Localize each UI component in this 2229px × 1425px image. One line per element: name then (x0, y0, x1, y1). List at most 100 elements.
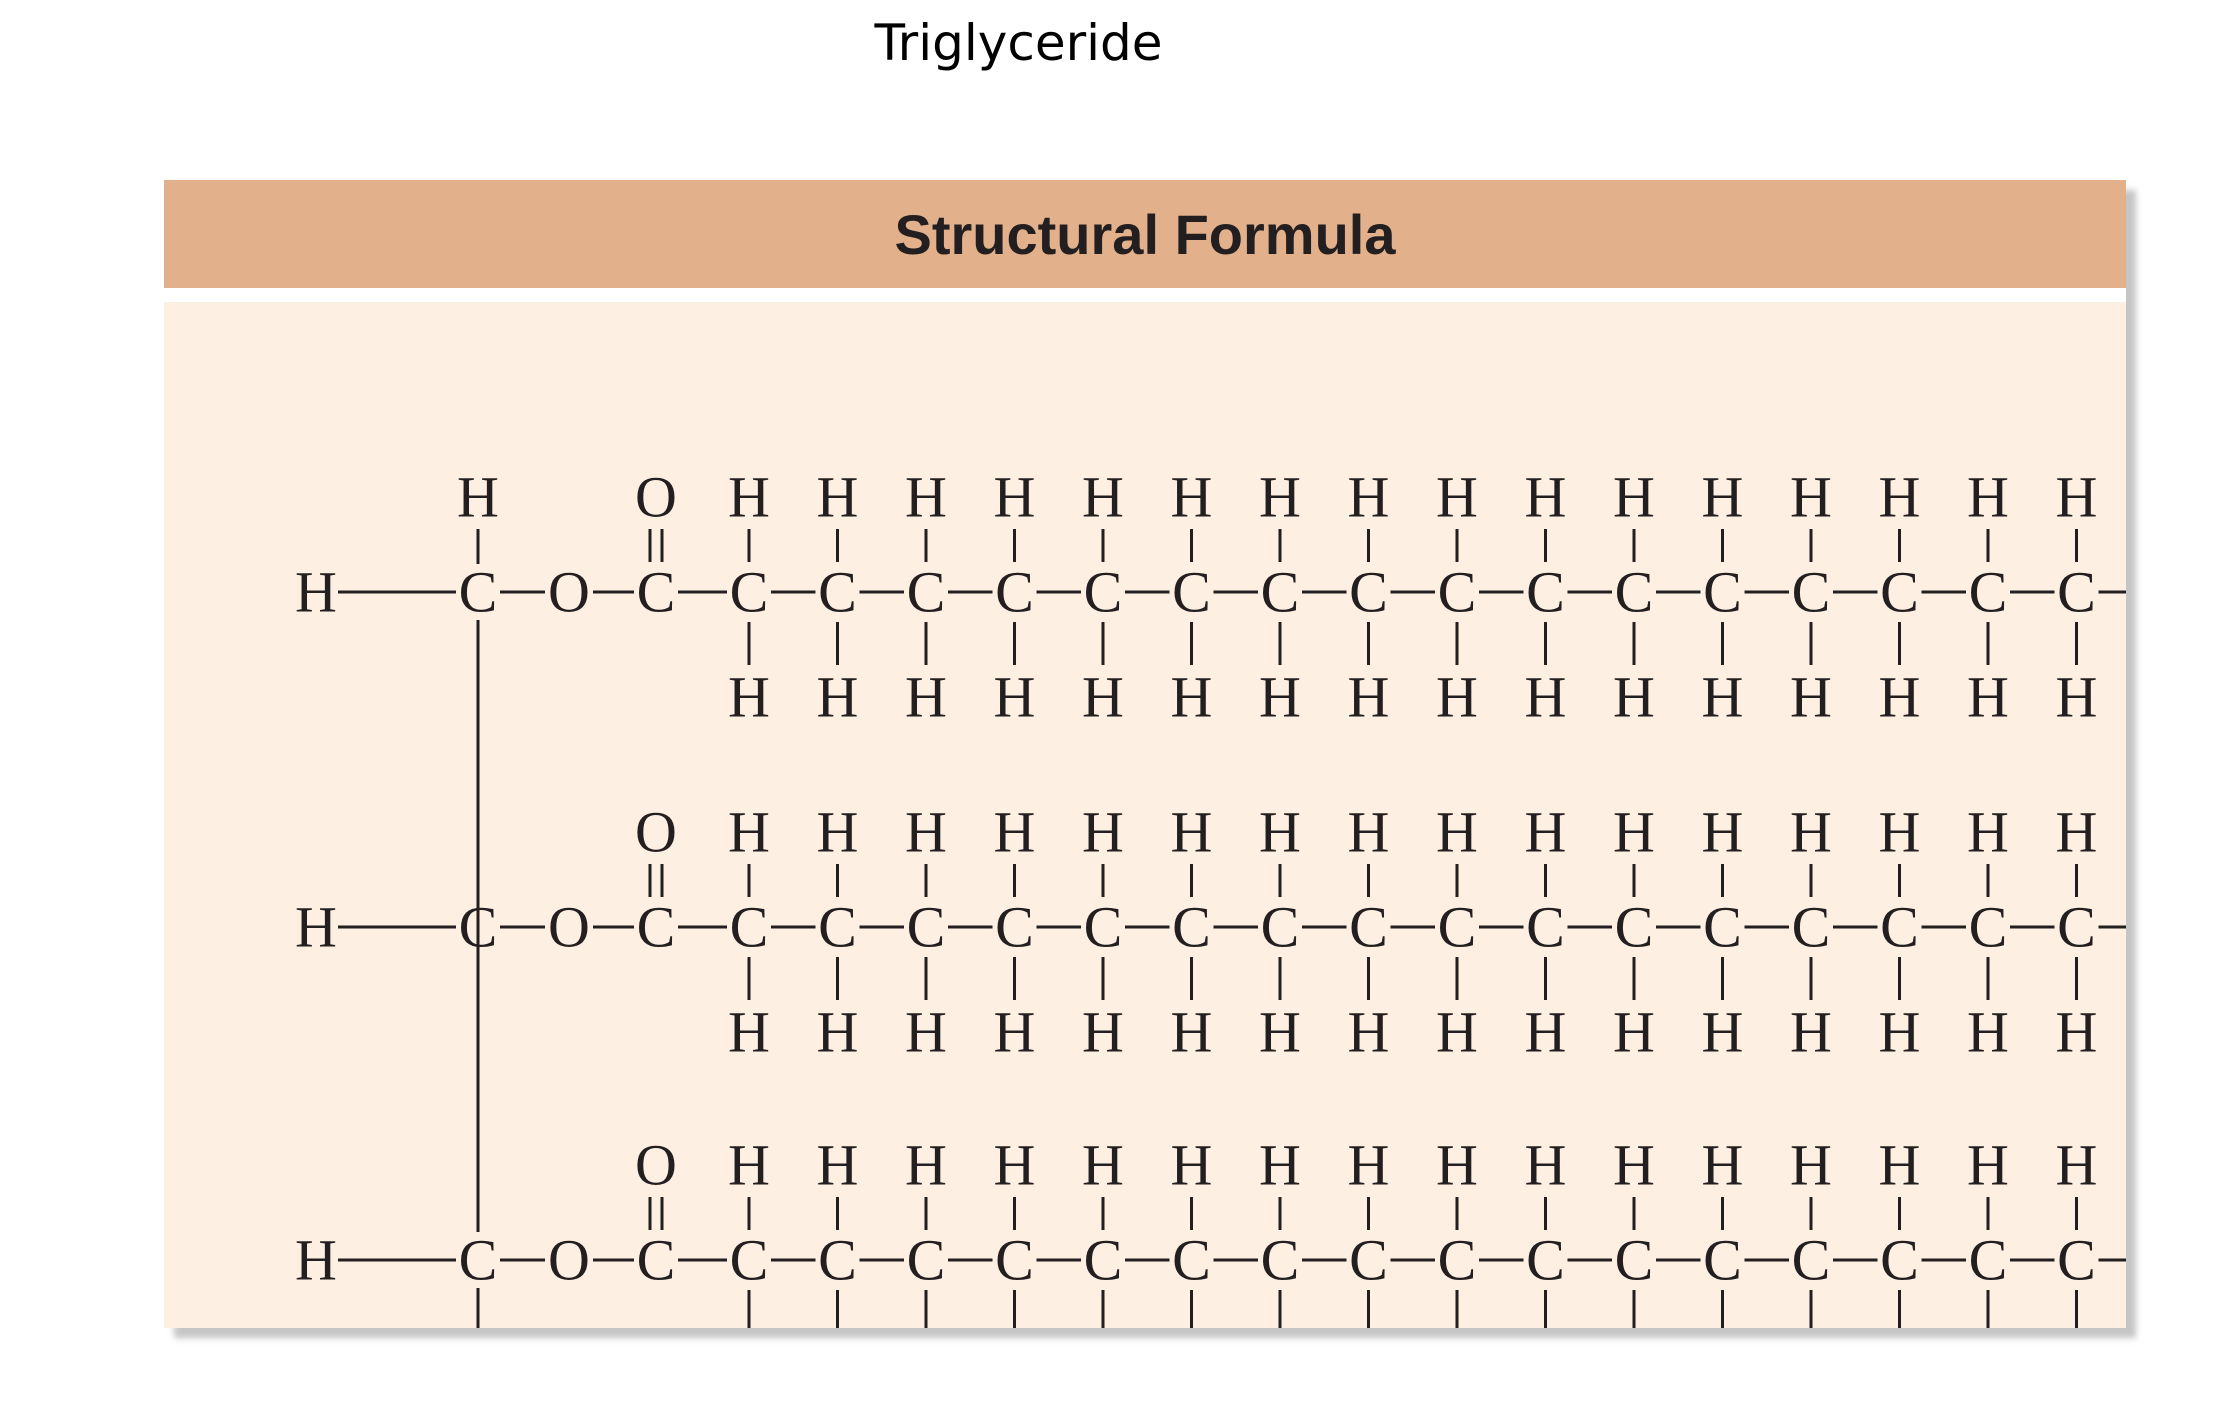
chain-carbon: C (730, 560, 769, 625)
chain-carbon: C (1703, 560, 1742, 625)
carbonyl-oxygen: O (635, 1133, 677, 1198)
chain-top-hydrogen: H (817, 1133, 859, 1198)
chain-carbon: C (818, 1228, 857, 1293)
chain-top-hydrogen: H (1613, 1133, 1655, 1198)
chain-bottom-hydrogen: H (1525, 665, 1567, 730)
chain-top-hydrogen: H (1171, 465, 1213, 530)
chain-bottom-hydrogen: H (817, 665, 859, 730)
chain-carbon: C (1438, 895, 1477, 960)
chain-top-hydrogen: H (1348, 465, 1390, 530)
panel-divider (164, 288, 2126, 302)
chain-top-hydrogen: H (1525, 465, 1567, 530)
chain-carbon: C (1172, 1228, 1211, 1293)
chain-top-hydrogen: H (728, 1133, 770, 1198)
chain-top-hydrogen: H (994, 1133, 1036, 1198)
chain-bottom-hydrogen: H (1171, 665, 1213, 730)
structural-formula-panel: Structural Formula HHHCOCOCHHCHHCHHCHHCH… (164, 180, 2229, 1398)
chain-top-hydrogen: H (994, 465, 1036, 530)
chain-carbon: C (1349, 895, 1388, 960)
chain-top-hydrogen: H (1879, 465, 1921, 530)
glycerol-top-hydrogen: H (457, 465, 499, 530)
chain-top-hydrogen: H (1525, 800, 1567, 865)
chain-bottom-hydrogen: H (2056, 665, 2098, 730)
chain-carbon: C (1792, 560, 1831, 625)
chain-top-hydrogen: H (1082, 465, 1124, 530)
chain-top-hydrogen: H (817, 800, 859, 865)
chain-bottom-hydrogen: H (905, 665, 947, 730)
panel-header: Structural Formula (164, 180, 2126, 288)
chain-top-hydrogen: H (1436, 465, 1478, 530)
chain-top-hydrogen: H (1171, 800, 1213, 865)
chain-carbon: C (1880, 895, 1919, 960)
chain-bottom-hydrogen: H (1436, 1000, 1478, 1065)
chain-top-hydrogen: H (1702, 465, 1744, 530)
chain-bottom-hydrogen: H (1702, 665, 1744, 730)
chain-carbon: C (907, 560, 946, 625)
chain-carbon: C (2057, 560, 2096, 625)
chain-top-hydrogen: H (1702, 1133, 1744, 1198)
chain-top-hydrogen: H (905, 465, 947, 530)
chain-bottom-hydrogen: H (1613, 1000, 1655, 1065)
chain-carbon: C (1084, 1228, 1123, 1293)
chain-carbon: C (1261, 1228, 1300, 1293)
chain-bottom-hydrogen: H (1525, 1000, 1567, 1065)
chain-top-hydrogen: H (1259, 1133, 1301, 1198)
chain-top-hydrogen: H (728, 800, 770, 865)
glycerol-side-hydrogen: H (295, 1228, 337, 1293)
chain-carbon: C (1792, 1228, 1831, 1293)
chain-top-hydrogen: H (1790, 1133, 1832, 1198)
chain-top-hydrogen: H (1082, 800, 1124, 865)
chain-bottom-hydrogen: H (1879, 1000, 1921, 1065)
carbonyl-oxygen: O (635, 465, 677, 530)
chain-carbon: C (1969, 895, 2008, 960)
chain-top-hydrogen: H (1967, 465, 2009, 530)
chain-carbon: C (907, 895, 946, 960)
chain-carbon: C (995, 895, 1034, 960)
chain-top-hydrogen: H (1702, 800, 1744, 865)
chain-top-hydrogen: H (817, 465, 859, 530)
chain-top-hydrogen: H (1790, 465, 1832, 530)
glycerol-carbon: C (459, 1228, 498, 1293)
chain-top-hydrogen: H (1348, 800, 1390, 865)
chain-top-hydrogen: H (2056, 465, 2098, 530)
chain-carbon: C (1880, 560, 1919, 625)
chain-carbon: C (1703, 1228, 1742, 1293)
ester-oxygen: O (548, 1228, 590, 1293)
chain-bottom-hydrogen: H (1702, 1000, 1744, 1065)
chain-bottom-hydrogen: H (1436, 665, 1478, 730)
chain-bottom-hydrogen: H (905, 1000, 947, 1065)
chain-carbon: C (1615, 560, 1654, 625)
chain-top-hydrogen: H (1613, 800, 1655, 865)
chain-top-hydrogen: H (1879, 1133, 1921, 1198)
chain-carbon: C (1261, 895, 1300, 960)
chain-top-hydrogen: H (1613, 465, 1655, 530)
chain-bottom-hydrogen: H (1082, 665, 1124, 730)
chain-bottom-hydrogen: H (994, 665, 1036, 730)
chain-top-hydrogen: H (1967, 800, 2009, 865)
chain-top-hydrogen: H (1259, 800, 1301, 865)
chain-carbon: C (1084, 895, 1123, 960)
carbonyl-carbon: C (637, 895, 676, 960)
chain-top-hydrogen: H (1082, 1133, 1124, 1198)
chain-top-hydrogen: H (728, 465, 770, 530)
chain-bottom-hydrogen: H (1259, 1000, 1301, 1065)
chain-bottom-hydrogen: H (1967, 665, 2009, 730)
chain-carbon: C (818, 560, 857, 625)
slide-title: Triglyceride (874, 14, 1163, 72)
chain-carbon: C (730, 895, 769, 960)
chain-carbon: C (1969, 1228, 2008, 1293)
chain-top-hydrogen: H (2056, 800, 2098, 865)
chain-bottom-hydrogen: H (817, 1000, 859, 1065)
chain-top-hydrogen: H (905, 800, 947, 865)
glycerol-side-hydrogen: H (295, 560, 337, 625)
chain-top-hydrogen: H (1259, 465, 1301, 530)
chain-carbon: C (1438, 560, 1477, 625)
glycerol-carbon: C (459, 560, 498, 625)
triglyceride-structure-diagram: HHHCOCOCHHCHHCHHCHHCHHCHHCHHCHHCHHCHHCHH… (295, 465, 2229, 1398)
chain-bottom-hydrogen: H (1613, 665, 1655, 730)
ester-oxygen: O (548, 895, 590, 960)
chain-carbon: C (818, 895, 857, 960)
chain-bottom-hydrogen: H (994, 1000, 1036, 1065)
chain-carbon: C (1261, 560, 1300, 625)
chain-bottom-hydrogen: H (1790, 665, 1832, 730)
